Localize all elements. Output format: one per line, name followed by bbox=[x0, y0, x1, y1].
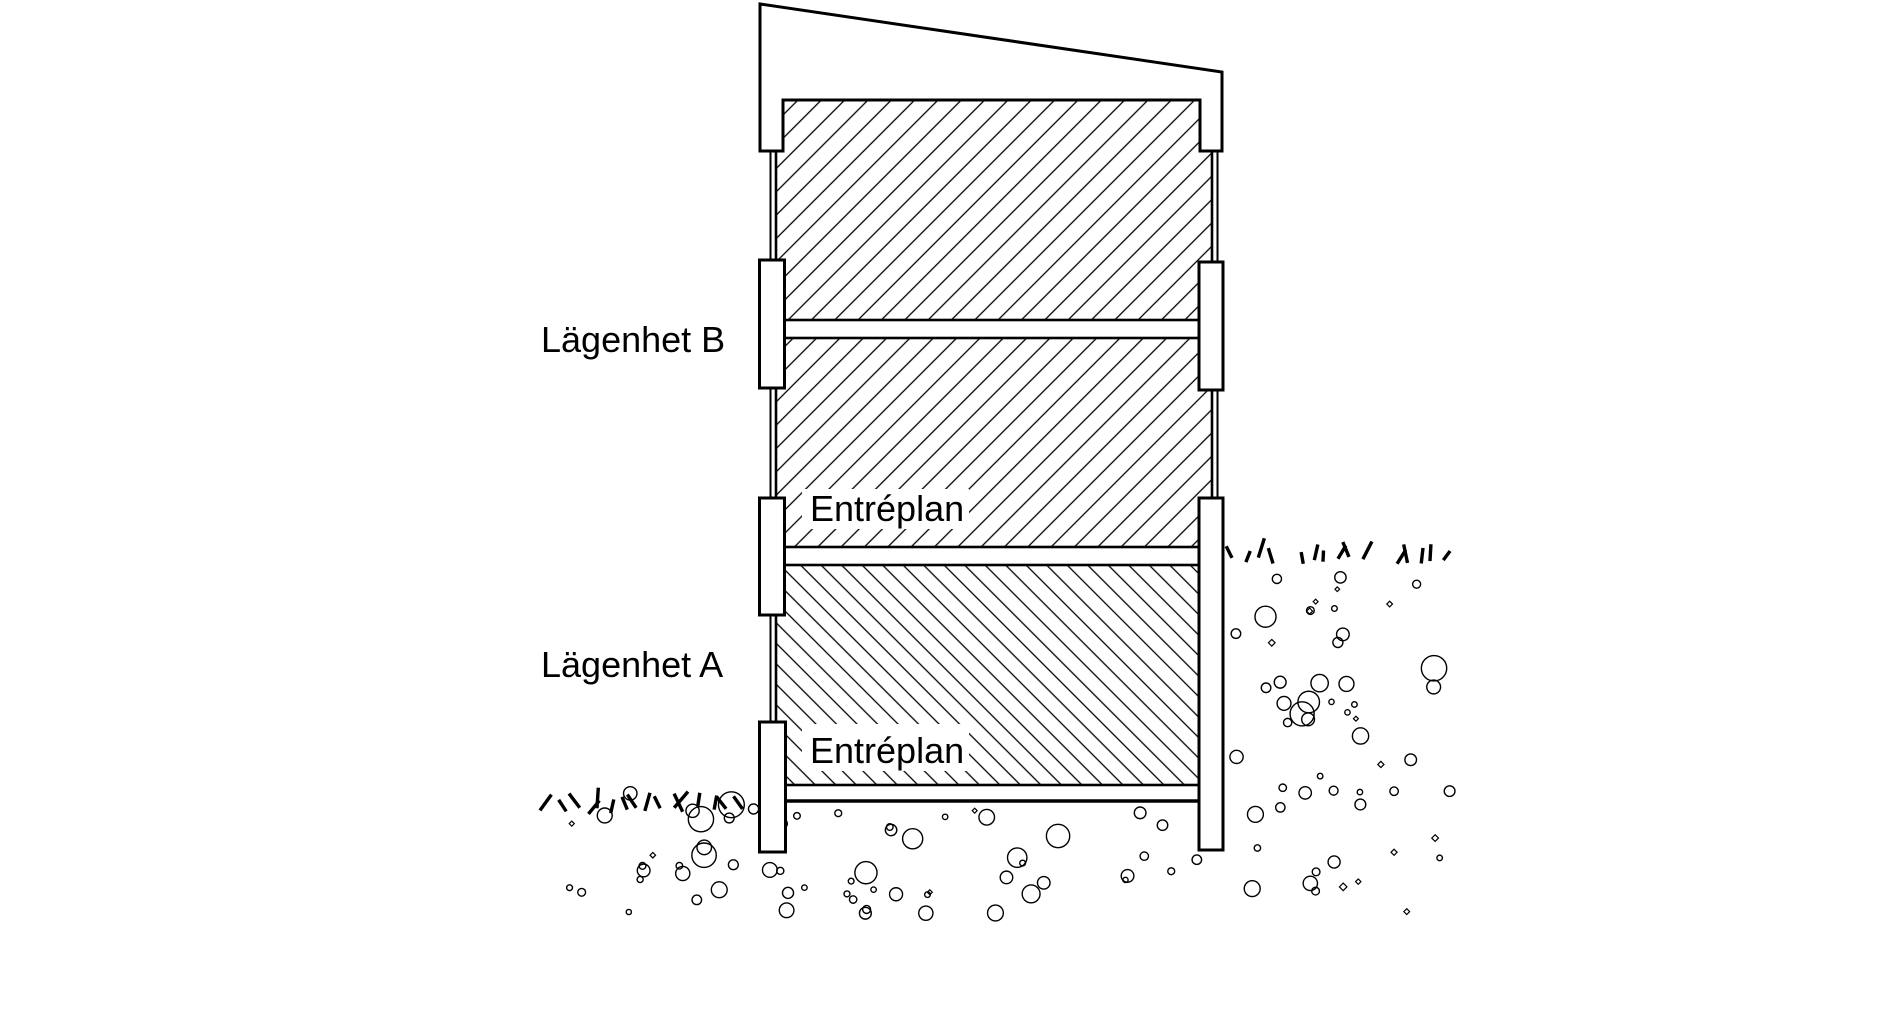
labels: Lägenhet B Lägenhet A Entréplan Entrépla… bbox=[541, 319, 969, 771]
label-background-entry-b bbox=[802, 489, 969, 529]
wall-stud-left-upper bbox=[758, 258, 786, 390]
soil-stipple-right bbox=[1229, 570, 1456, 916]
wall-stud-left-bottom bbox=[758, 720, 787, 854]
wall-stud-left-middle bbox=[758, 496, 786, 617]
building-section bbox=[758, 2, 1225, 854]
wall-stud-right-lower bbox=[1197, 496, 1225, 852]
ground-texture bbox=[538, 537, 1456, 922]
label-entry-b: Entréplan bbox=[810, 488, 964, 529]
grass-tufts-left bbox=[538, 787, 744, 815]
wall-stud-right-upper bbox=[1197, 260, 1225, 392]
label-apartment-b: Lägenhet B bbox=[541, 319, 725, 360]
floor-block-top bbox=[774, 98, 1214, 322]
label-apartment-a: Lägenhet A bbox=[541, 644, 723, 685]
soil-stipple-left bbox=[565, 785, 1203, 922]
grass-tufts-right bbox=[1224, 537, 1452, 565]
roof-parapet bbox=[758, 2, 1224, 153]
label-entry-a: Entréplan bbox=[810, 730, 964, 771]
label-background-entry-a bbox=[802, 724, 969, 771]
